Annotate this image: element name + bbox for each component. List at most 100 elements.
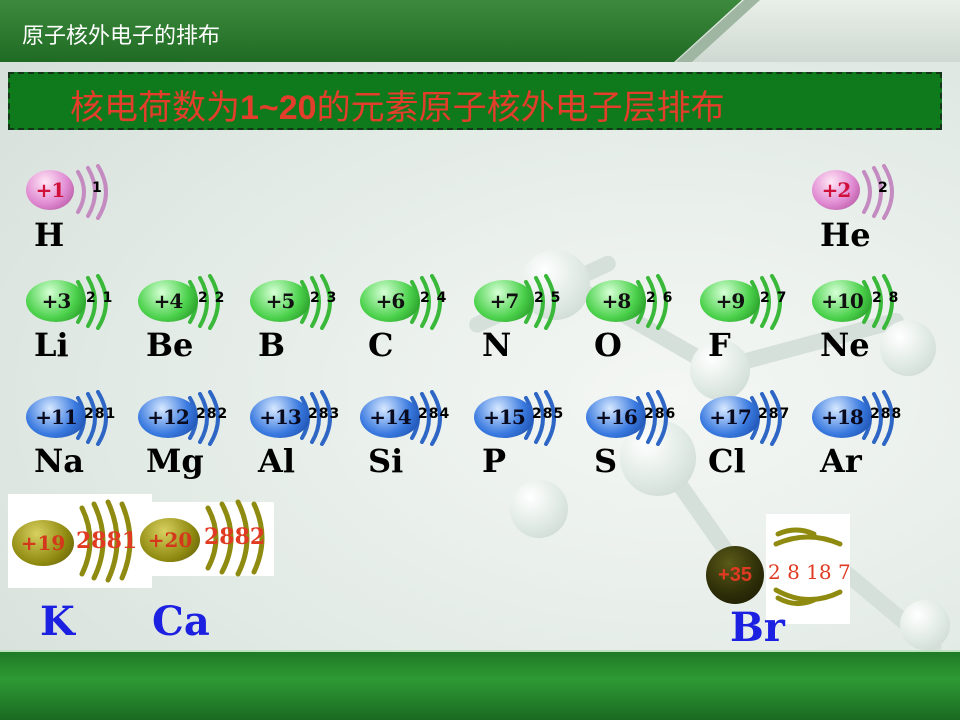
nuclear-charge: +2	[821, 178, 852, 202]
electron-shells: 288	[870, 406, 903, 422]
atom-ne: +10 2 8 Ne	[812, 274, 922, 380]
nuclear-charge: +16	[595, 405, 638, 429]
nuclear-charge: +7	[489, 289, 520, 313]
footer-divider	[0, 650, 960, 653]
atom-nucleus: +11	[26, 396, 86, 438]
atom-nucleus: +16	[586, 396, 646, 438]
calcium-shells: 2882	[204, 524, 266, 550]
element-symbol: Ar	[820, 442, 862, 480]
nuclear-charge: +14	[369, 405, 412, 429]
atom-nucleus: +1	[26, 170, 74, 210]
calcium-shell-arcs-icon	[205, 499, 265, 577]
atom-nucleus: +4	[138, 280, 198, 322]
atom-nucleus: +14	[360, 396, 420, 438]
bromine-charge: +35	[718, 563, 752, 586]
nuclear-charge: +8	[601, 289, 632, 313]
element-symbol: He	[820, 216, 871, 254]
atom-f: +9 2 7 F	[700, 274, 810, 380]
calcium-charge: +20	[147, 528, 193, 552]
electron-shells: 2 5	[534, 290, 562, 306]
title-suffix: 的元素原子核外电子层排布	[316, 88, 725, 128]
atom-nucleus: +18	[812, 396, 872, 438]
bromine-shell-arcs-icon	[773, 527, 843, 606]
footer-band	[0, 652, 960, 720]
atom-nucleus: +9	[700, 280, 760, 322]
potassium-charge: +19	[20, 531, 66, 555]
element-symbol: Li	[34, 326, 69, 364]
electron-shells: 283	[308, 406, 341, 422]
atom-nucleus: +3	[26, 280, 86, 322]
element-symbol: P	[482, 442, 507, 480]
atom-nucleus: +12	[138, 396, 198, 438]
nuclear-charge: +6	[375, 289, 406, 313]
electron-shells: 2 6	[646, 290, 674, 306]
bromine-shells: 2 8 18 7	[768, 560, 851, 584]
atom-nucleus: +15	[474, 396, 534, 438]
nuclear-charge: +11	[35, 405, 78, 429]
element-symbol: H	[34, 216, 65, 254]
atom-nucleus: +5	[250, 280, 310, 322]
nuclear-charge: +13	[259, 405, 302, 429]
electron-shells: 2 1	[86, 290, 114, 306]
element-symbol: S	[594, 442, 618, 480]
nuclear-charge: +1	[35, 178, 66, 202]
bromine-nucleus: +35	[706, 546, 764, 604]
electron-shells: 282	[196, 406, 229, 422]
element-symbol: Si	[368, 442, 404, 480]
nuclear-charge: +5	[265, 289, 296, 313]
electron-shells: 2 8	[872, 290, 900, 306]
nuclear-charge: +12	[147, 405, 190, 429]
electron-shells: 281	[84, 406, 117, 422]
nuclear-charge: +15	[483, 405, 526, 429]
electron-shells: 2 3	[310, 290, 338, 306]
electron-shells: 1	[92, 180, 103, 196]
electron-shells: 2 7	[760, 290, 788, 306]
electron-shells: 287	[758, 406, 791, 422]
potassium-shell-arcs-icon	[79, 499, 133, 583]
nuclear-charge: +10	[821, 289, 864, 313]
calcium-symbol: Ca	[152, 598, 210, 645]
top-bar-band	[0, 0, 742, 62]
element-symbol: F	[708, 326, 731, 364]
electron-shells: 2	[878, 180, 889, 196]
potassium-symbol: K	[40, 598, 75, 645]
atom-o: +8 2 6 O	[586, 274, 696, 380]
electron-shells: 284	[418, 406, 451, 422]
nuclear-charge: +4	[153, 289, 184, 313]
potassium-nucleus: +19	[12, 520, 74, 566]
electron-shells: 2 4	[420, 290, 448, 306]
bromine-symbol: Br	[730, 604, 785, 651]
element-symbol: Cl	[708, 442, 746, 480]
nuclear-charge: +9	[715, 289, 746, 313]
element-symbol: C	[368, 326, 394, 364]
nuclear-charge: +18	[821, 405, 864, 429]
element-symbol: Na	[34, 442, 84, 480]
electron-shell-arcs-icon	[862, 164, 894, 220]
title-banner: 核电荷数为1~20的元素原子核外电子层排布	[8, 72, 942, 130]
element-symbol: Be	[146, 326, 194, 364]
element-symbol: Ne	[820, 326, 870, 364]
atom-nucleus: +17	[700, 396, 760, 438]
element-symbol: Mg	[146, 442, 204, 480]
title-range: 1~20	[240, 89, 317, 127]
atom-nucleus: +8	[586, 280, 646, 322]
atom-nucleus: +7	[474, 280, 534, 322]
atom-nucleus: +13	[250, 396, 310, 438]
slide-heading: 原子核外电子的排布	[22, 24, 221, 49]
atom-c: +6 2 4 C	[360, 274, 470, 380]
atom-nucleus: +2	[812, 170, 860, 210]
calcium-nucleus: +20	[140, 518, 200, 562]
nuclear-charge: +17	[709, 405, 752, 429]
atom-nucleus: +10	[812, 280, 872, 322]
element-symbol: O	[594, 326, 622, 364]
